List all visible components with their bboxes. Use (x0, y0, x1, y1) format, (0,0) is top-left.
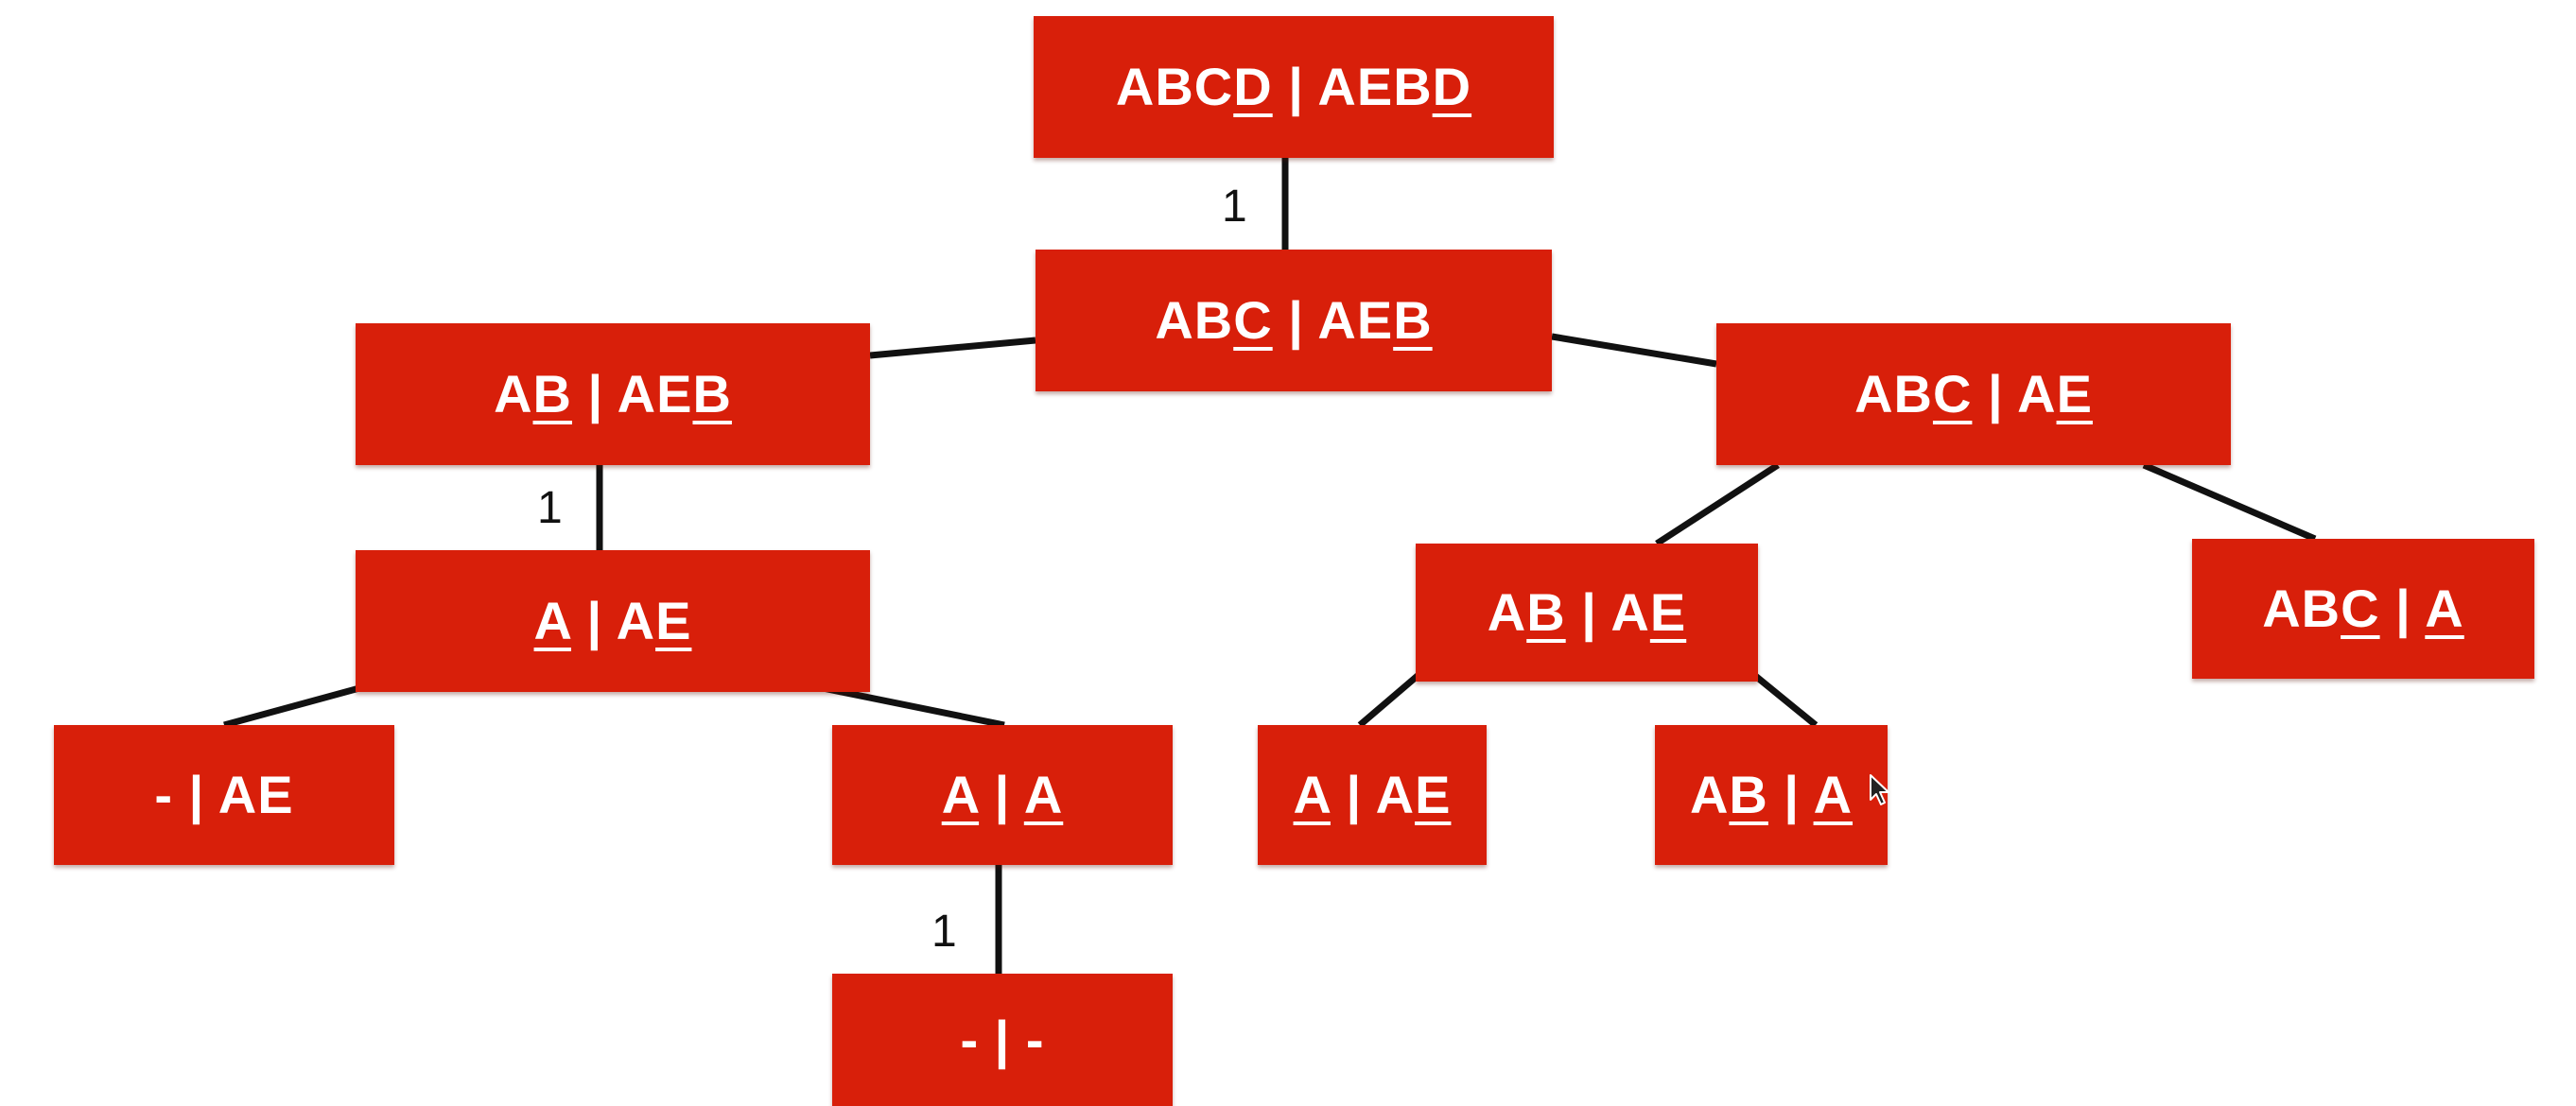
node-label: A | A (941, 765, 1064, 824)
node-label: A | AE (533, 591, 692, 650)
node-label: AB | AE (1487, 582, 1687, 642)
mouse-pointer-icon (1870, 774, 1889, 805)
edge-n4-n6 (1655, 462, 1780, 546)
node-label: ABC | AEB (1155, 290, 1433, 350)
edge-n6-n10 (1357, 672, 1421, 728)
tree-node-n11: AB | A (1655, 725, 1888, 865)
edge-n4-n7 (2142, 461, 2317, 543)
tree-node-n1: ABCD | AEBD (1034, 16, 1554, 158)
node-label: AB | AEB (494, 364, 732, 423)
tree-node-n6: AB | AE (1416, 544, 1758, 682)
edge-n5-n9 (822, 684, 1005, 729)
tree-node-n10: A | AE (1258, 725, 1487, 865)
edge-n6-n11 (1751, 672, 1819, 728)
edge-weight-n1-n2: 1 (1222, 181, 1247, 232)
node-label: - | AE (154, 765, 294, 824)
node-label: ABC | A (2262, 579, 2464, 638)
edge-n5-n8 (223, 684, 360, 729)
edge-n2-n4 (1551, 333, 1717, 368)
tree-node-n5: A | AE (356, 550, 870, 692)
node-label: AB | A (1689, 765, 1854, 824)
tree-node-n4: ABC | AE (1716, 323, 2231, 465)
tree-node-n8: - | AE (54, 725, 394, 865)
tree-node-n2: ABC | AEB (1036, 250, 1552, 391)
node-label: - | - (960, 1010, 1045, 1069)
node-label: ABC | AE (1854, 364, 2093, 423)
tree-node-n7: ABC | A (2192, 539, 2534, 679)
edge-weight-n3-n5: 1 (537, 483, 563, 533)
edge-n2-n3 (869, 337, 1036, 359)
tree-node-n12: - | - (832, 974, 1173, 1106)
node-label: ABCD | AEBD (1115, 57, 1472, 116)
edge-weight-n9-n12: 1 (931, 907, 957, 957)
tree-node-n9: A | A (832, 725, 1173, 865)
tree-node-n3: AB | AEB (356, 323, 870, 465)
node-label: A | AE (1293, 765, 1452, 824)
